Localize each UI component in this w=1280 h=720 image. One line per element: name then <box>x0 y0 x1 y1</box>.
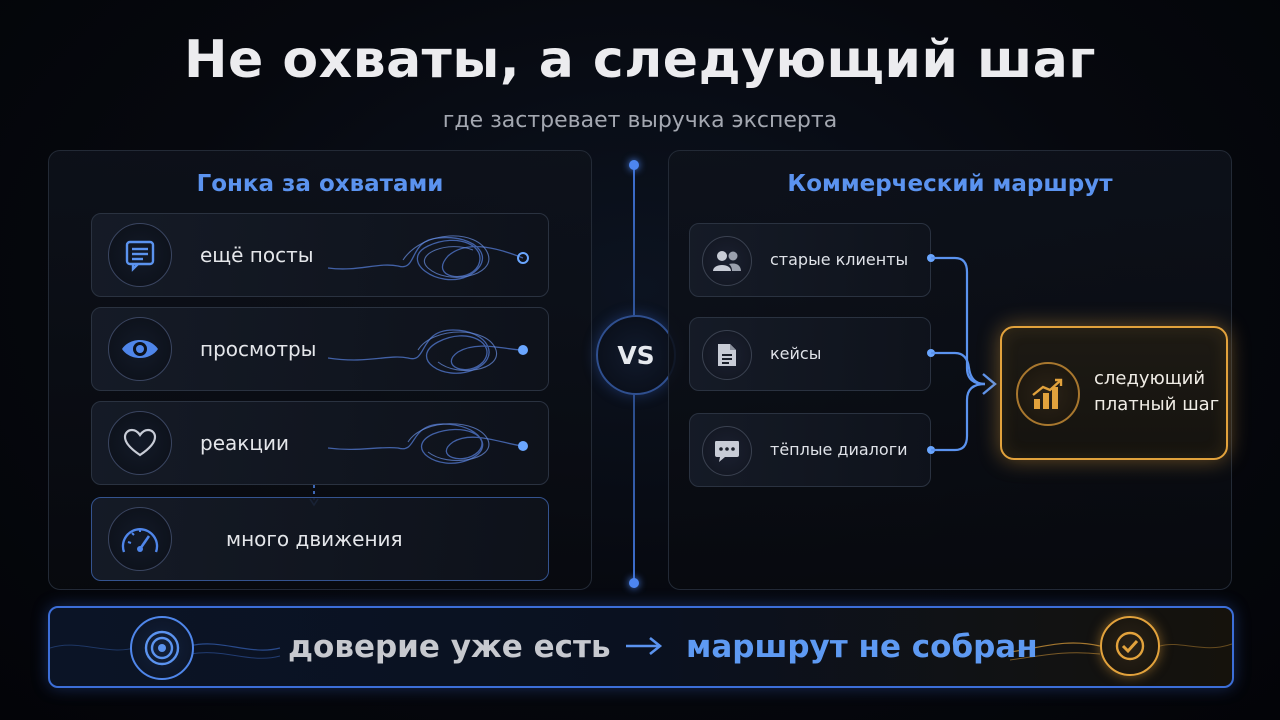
source-old-clients: старые клиенты <box>689 223 931 297</box>
connector-lines <box>927 254 997 454</box>
trust-exists-text: доверие уже есть <box>288 629 611 665</box>
reach-row-label: реакции <box>200 431 289 455</box>
source-warm-dialogs: тёплые диалоги <box>689 413 931 487</box>
reach-row-reactions: реакции <box>91 401 549 485</box>
reach-row-views: просмотры <box>91 307 549 391</box>
eye-icon <box>108 317 172 381</box>
target-icon <box>130 616 194 680</box>
source-cases: кейсы <box>689 317 931 391</box>
tangle-line <box>328 329 528 374</box>
source-label: кейсы <box>770 344 822 363</box>
tangle-line <box>328 423 528 464</box>
target-label-line2: платный шаг <box>1094 394 1220 415</box>
target-label: следующий платный шаг <box>1094 366 1222 418</box>
check-icon <box>1100 616 1160 676</box>
tangle-line <box>328 235 529 281</box>
arrow-right-icon <box>626 636 663 656</box>
bottom-banner: доверие уже есть маршрут не собран <box>48 606 1234 688</box>
source-label: тёплые диалоги <box>770 440 908 459</box>
document-lines-icon <box>108 223 172 287</box>
reach-row-posts: ещё посты <box>91 213 549 297</box>
left-panel-title: Гонка за охватами <box>196 171 444 197</box>
file-icon <box>702 330 752 380</box>
chat-icon <box>702 426 752 476</box>
source-label: старые клиенты <box>770 250 909 269</box>
vs-badge: VS <box>596 315 676 395</box>
target-label-line1: следующий <box>1094 368 1206 389</box>
reach-row-label: ещё посты <box>200 243 314 267</box>
users-icon <box>702 236 752 286</box>
reach-row-activity: много движения <box>91 497 549 581</box>
divider-dot <box>629 578 639 588</box>
banner-wave-decoration <box>50 642 1232 661</box>
page-subtitle: где застревает выручка эксперта <box>442 108 838 133</box>
next-paid-step-box: следующий платный шаг <box>1000 326 1228 460</box>
right-panel: Коммерческий маршрут старые клиенты кейс… <box>668 150 1232 590</box>
left-panel: Гонка за охватами ещё посты просмотры <box>48 150 592 590</box>
growth-chart-icon <box>1016 362 1080 426</box>
route-not-built-text: маршрут не собран <box>686 629 1038 665</box>
page-title: Не охваты, а следующий шаг <box>184 30 1096 90</box>
heart-icon <box>108 411 172 475</box>
reach-row-label: просмотры <box>200 337 317 361</box>
speedometer-icon <box>108 507 172 571</box>
right-panel-title: Коммерческий маршрут <box>787 171 1113 197</box>
divider-dot <box>629 160 639 170</box>
reach-row-label: много движения <box>226 527 403 551</box>
